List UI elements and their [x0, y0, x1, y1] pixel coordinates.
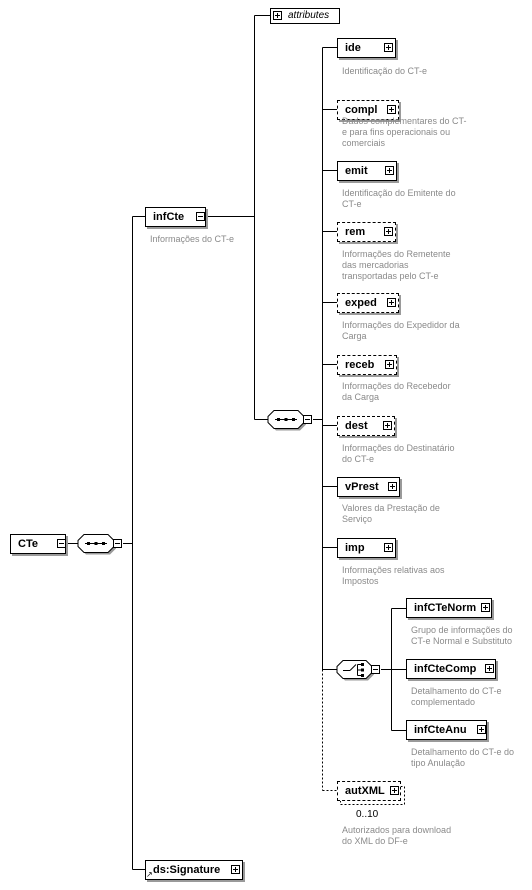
infctenorm-description: Grupo de informações do CT-e Normal e Su… [411, 625, 513, 646]
rem-expand-toggle[interactable] [384, 227, 393, 236]
element-exped[interactable]: exped [337, 293, 399, 313]
sequence-inner-collapse-toggle[interactable] [303, 415, 312, 424]
exped-expand-toggle[interactable] [387, 298, 396, 307]
element-autxml-label: autXML [345, 785, 385, 797]
element-dest[interactable]: dest [337, 416, 395, 436]
ide-description: Identificação do CT-e [342, 66, 428, 76]
exped-description: Informações do Expedidor da Carga [342, 320, 460, 341]
attributes-group[interactable]: attributes [270, 8, 340, 24]
reference-arrow-icon: ↗ [146, 870, 153, 879]
element-receb-label: receb [345, 359, 375, 371]
element-emit-label: emit [345, 165, 368, 177]
element-vprest-label: vPrest [345, 481, 379, 493]
sequence-outer-collapse-toggle[interactable] [113, 539, 122, 548]
attributes-expand-toggle[interactable] [273, 11, 282, 20]
infcteanu-expand-toggle[interactable] [477, 725, 486, 734]
element-autxml[interactable]: autXML [337, 781, 401, 801]
element-compl-label: compl [345, 104, 378, 116]
element-infctenorm-label: infCTeNorm [414, 602, 477, 614]
dest-description: Informações do Destinatário do CT-e [342, 443, 455, 464]
element-infcteanu[interactable]: infCteAnu [406, 720, 487, 740]
element-infctecomp[interactable]: infCteComp [406, 659, 496, 679]
element-cte-label: CTe [18, 538, 38, 550]
emit-expand-toggle[interactable] [385, 166, 394, 175]
element-ide-label: ide [345, 42, 361, 54]
sequence-compositor-inner [267, 410, 306, 431]
ds-signature-expand-toggle[interactable] [231, 865, 240, 874]
element-infctecomp-label: infCteComp [414, 663, 477, 675]
element-infcte-label: infCte [153, 211, 185, 223]
infctenorm-expand-toggle[interactable] [481, 603, 490, 612]
element-compl[interactable]: compl [337, 100, 399, 120]
emit-description: Identificação do Emitente do CT-e [342, 188, 456, 209]
element-infcte[interactable]: infCte [145, 207, 206, 227]
element-emit[interactable]: emit [337, 161, 397, 181]
element-ide[interactable]: ide [337, 38, 396, 58]
ide-expand-toggle[interactable] [384, 43, 393, 52]
cte-collapse-toggle[interactable] [57, 539, 66, 548]
choice-compositor [336, 660, 374, 681]
element-dest-label: dest [345, 420, 368, 432]
element-infctenorm[interactable]: infCTeNorm [406, 598, 492, 618]
element-imp[interactable]: imp [337, 538, 396, 558]
element-infcteanu-label: infCteAnu [414, 724, 467, 736]
element-exped-label: exped [345, 297, 377, 309]
infctecomp-expand-toggle[interactable] [485, 664, 494, 673]
element-imp-label: imp [345, 542, 365, 554]
imp-expand-toggle[interactable] [384, 543, 393, 552]
vprest-description: Valores da Prestação de Serviço [342, 503, 440, 524]
vprest-expand-toggle[interactable] [388, 482, 397, 491]
imp-description: Informações relativas aos Impostos [342, 565, 445, 586]
receb-expand-toggle[interactable] [385, 360, 394, 369]
infcte-collapse-toggle[interactable] [196, 212, 205, 221]
attributes-label: attributes [288, 10, 330, 21]
autxml-description: Autorizados para download do XML do DF-e [342, 825, 452, 846]
infctecomp-description: Detalhamento do CT-e complementado [411, 686, 502, 707]
element-rem[interactable]: rem [337, 222, 396, 242]
compl-description: Dados complementares do CT-e para fins o… [342, 116, 467, 148]
element-rem-label: rem [345, 226, 366, 238]
autxml-cardinality: 0..10 [356, 809, 379, 820]
sequence-compositor-outer [77, 534, 116, 555]
element-ds-signature[interactable]: ds:Signature [145, 860, 243, 880]
autxml-expand-toggle[interactable] [390, 786, 399, 795]
element-ds-signature-label: ds:Signature [153, 864, 221, 876]
compl-expand-toggle[interactable] [387, 105, 396, 114]
rem-description: Informações do Remetente das mercadorias… [342, 249, 451, 281]
choice-collapse-toggle[interactable] [371, 665, 380, 674]
dest-expand-toggle[interactable] [383, 421, 392, 430]
element-vprest[interactable]: vPrest [337, 477, 400, 497]
infcte-description: Informações do CT-e [150, 234, 235, 244]
receb-description: Informações do Recebedor da Carga [342, 381, 451, 402]
element-receb[interactable]: receb [337, 355, 397, 375]
infcteanu-description: Detalhamento do CT-e do tipo Anulação [411, 747, 515, 768]
